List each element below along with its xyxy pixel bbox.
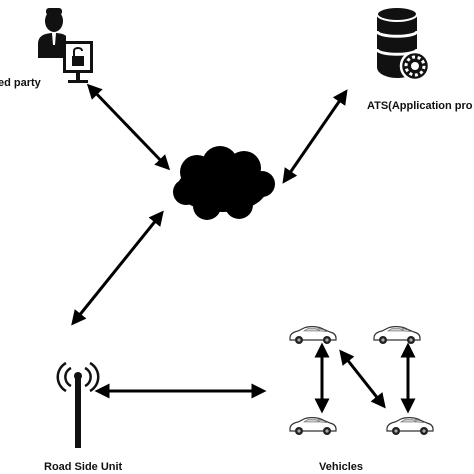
arrow-party-cloud: [86, 83, 171, 171]
car-icon: [373, 326, 421, 345]
database-gear-icon: [375, 6, 431, 82]
cloud-icon: [173, 146, 275, 220]
car-icon: [289, 417, 337, 436]
arrow-vehicle-diagonal: [339, 349, 386, 409]
road-side-unit-label: Road Side Unit: [44, 461, 123, 473]
vehicles-label: Vehicles: [319, 461, 364, 473]
car-icon: [289, 326, 337, 345]
antenna-tower-icon: [56, 361, 100, 448]
ats-label: ATS(Application pro: [367, 100, 473, 112]
arrow-cloud-rsu: [71, 210, 164, 326]
trusted-party-label: ed party: [0, 77, 41, 89]
user-monitor-icon: [38, 8, 93, 83]
car-icon: [386, 417, 434, 436]
arrow-ats-cloud: [282, 89, 348, 184]
